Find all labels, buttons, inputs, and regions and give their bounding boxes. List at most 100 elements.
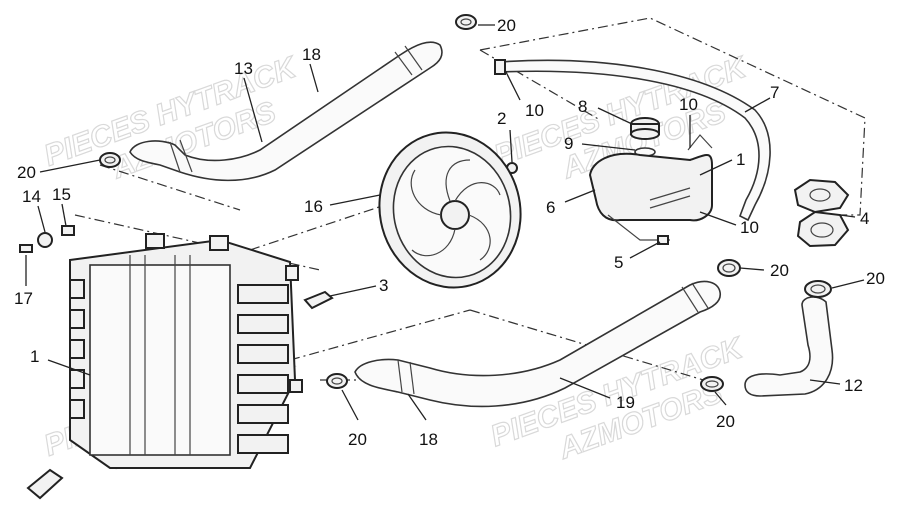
assembly-line: [99, 164, 241, 211]
housing-hole: [809, 188, 831, 202]
watermark-group: PIECES HYTRACK AZMOTORS: [39, 50, 303, 186]
radiator-tab: [209, 235, 229, 251]
hose-band: [404, 45, 423, 71]
housing-hole: [810, 222, 834, 238]
callout-20: 20: [497, 16, 516, 35]
hose-band: [681, 286, 699, 313]
leader-line: [809, 379, 841, 385]
radiator-fin: [69, 399, 85, 419]
clamp-inner: [460, 18, 472, 26]
clamp: [455, 14, 477, 30]
callout-3: 3: [379, 276, 388, 295]
radiator: [69, 233, 303, 469]
clip: [494, 59, 506, 75]
callout-1: 1: [30, 347, 39, 366]
reservoir-neck: [687, 134, 713, 151]
clamp-top: [455, 14, 477, 30]
leader-line: [714, 391, 727, 406]
fan-blade: [411, 228, 456, 257]
logo: [26, 468, 64, 500]
fan-blade: [410, 169, 442, 216]
callout-10: 10: [740, 218, 759, 237]
callout-20: 20: [716, 412, 735, 431]
radiator-core: [89, 264, 231, 456]
leader-line: [39, 159, 101, 173]
callout-12: 12: [844, 376, 863, 395]
leader-line: [699, 211, 737, 226]
cooling-fan: [378, 131, 522, 289]
clamp-inner: [705, 380, 719, 388]
clamp-mid-right: [717, 259, 741, 277]
radiator-fin: [237, 314, 289, 334]
leader-line: [61, 203, 67, 227]
radiator-fin: [237, 344, 289, 364]
leader-line: [407, 393, 427, 421]
radiator-fin: [69, 279, 85, 299]
hose: [744, 296, 834, 397]
leader-line: [744, 97, 771, 113]
radiator-fin: [237, 284, 289, 304]
callout-20: 20: [348, 430, 367, 449]
callout-19: 19: [616, 393, 635, 412]
nut: [19, 244, 33, 253]
leader-line: [309, 63, 319, 93]
radiator-outlet: [289, 379, 303, 393]
leader-line: [839, 214, 856, 218]
clamp-left: [99, 152, 121, 168]
callout-9: 9: [564, 134, 573, 153]
cap: [630, 128, 660, 140]
callout-20: 20: [770, 261, 789, 280]
fan-hub: [440, 200, 470, 230]
clamp-inner: [104, 156, 116, 164]
radiator-fin: [237, 374, 289, 394]
clamp-inner: [722, 263, 736, 273]
callout-7: 7: [770, 83, 779, 102]
reservoir-mark: [649, 187, 691, 201]
leader-line: [243, 77, 263, 143]
leader-line: [509, 129, 513, 163]
bolt-5: [657, 235, 669, 245]
hose-band: [394, 51, 413, 76]
callout-17: 17: [14, 289, 33, 308]
callout-6: 6: [546, 198, 555, 217]
radiator-tab: [145, 233, 165, 249]
callout-8: 8: [578, 97, 587, 116]
reservoir: [588, 152, 713, 222]
callout-20: 20: [866, 269, 885, 288]
callout-15: 15: [52, 185, 71, 204]
leader-line: [739, 267, 765, 271]
callout-1: 1: [736, 150, 745, 169]
callout-18: 18: [419, 430, 438, 449]
leader-line: [564, 189, 596, 203]
hose-12: [744, 296, 834, 397]
clamp-inner: [331, 377, 343, 385]
bolt: [657, 235, 669, 245]
hose: [354, 280, 722, 408]
clamp: [700, 376, 724, 392]
callout-18: 18: [302, 45, 321, 64]
callout-2: 2: [497, 109, 506, 128]
reservoir-mark: [649, 195, 691, 209]
radiator-fin: [237, 404, 289, 424]
hose-band: [397, 359, 403, 393]
callout-labels: 18 13 20 10 2 8 10 7 9 1 20 16 6 14 15 1…: [14, 16, 885, 449]
leader-line: [629, 241, 661, 259]
leader-line: [831, 279, 865, 289]
hose-band: [691, 282, 709, 309]
fan-blade: [454, 182, 501, 202]
washer: [37, 232, 53, 248]
leader-line: [329, 194, 381, 206]
radiator-outlet: [285, 265, 299, 281]
assembly-line: [469, 309, 721, 386]
clamp-right: [804, 280, 832, 298]
radiator-fin: [69, 339, 85, 359]
housing-flange: [793, 178, 850, 214]
leader-line: [581, 143, 636, 151]
clamp: [99, 152, 121, 168]
callout-10: 10: [679, 95, 698, 114]
radiator-fin: [69, 309, 85, 329]
callout-13: 13: [234, 59, 253, 78]
callout-4: 4: [860, 209, 869, 228]
fan-blade: [468, 214, 491, 261]
